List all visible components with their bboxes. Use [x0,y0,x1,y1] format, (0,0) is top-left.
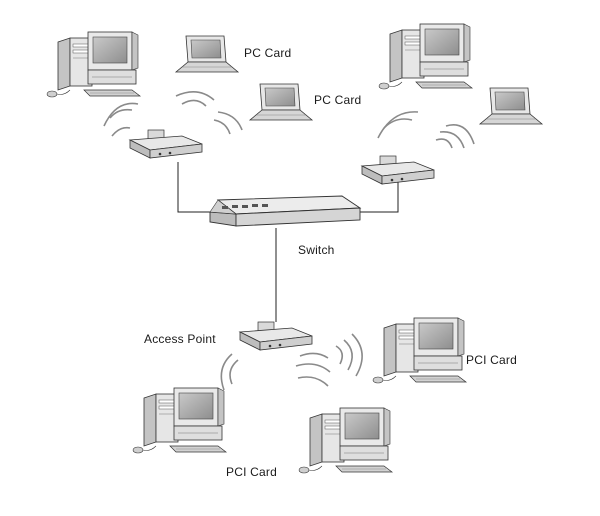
link-switch-ap-right [360,182,399,213]
access-point-top-right [361,155,435,185]
desktop-computer-bottom-center [298,407,393,474]
access-point-bottom [239,321,313,351]
pc-card-label-2: PC Card [314,93,362,107]
pc-card-label-1: PC Card [244,46,292,60]
pci-card-label-2: PCI Card [226,465,277,479]
wireless-waves [103,91,475,391]
desktop-computer-top-left [46,31,141,98]
desktop-computer-top-right [378,23,473,90]
desktop-computer-bottom-right [372,317,467,384]
desktop-computer-bottom-left [132,387,227,454]
link-switch-ap-left [177,162,212,213]
connection-lines [177,162,399,322]
laptop-top-right [479,87,543,125]
access-point-label: Access Point [144,332,216,346]
laptop-top-center [175,35,239,73]
switch-label: Switch [298,243,335,257]
switch-device [209,195,362,227]
laptop-center [249,83,313,121]
access-point-top-left [129,129,203,159]
pci-card-label-1: PCI Card [466,353,517,367]
